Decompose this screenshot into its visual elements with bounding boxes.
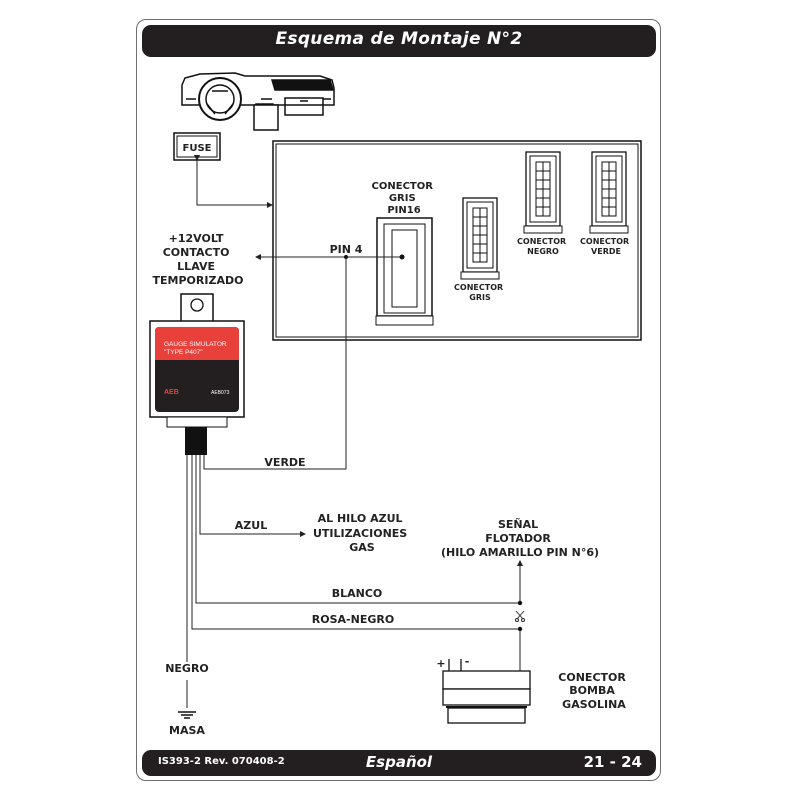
wire-negro-label: NEGRO: [165, 662, 209, 675]
wire-azul: [199, 455, 306, 537]
connector-verde-label: CONECTOR VERDE: [580, 237, 632, 256]
pin4-label: PIN 4: [330, 243, 363, 256]
wire-blanco-label: BLANCO: [332, 587, 383, 600]
wire-verde: [203, 257, 347, 470]
document-code: IS393-2 Rev. 070408-2: [158, 756, 285, 767]
connector-gris-pin16-label: CONECTOR GRIS PIN16: [372, 181, 437, 216]
page-numbers: 21 - 24: [583, 753, 642, 771]
gauge-simulator-device: GAUGE SIMULATOR "TYPE P407" AEB AEB073: [149, 293, 245, 455]
footer-bar: IS393-2 Rev. 070408-2 Español 21 - 24: [142, 750, 656, 776]
wire-verde-label: VERDE: [264, 456, 305, 469]
pump-connector-label: CONECTOR BOMBA GASOLINA: [558, 671, 629, 711]
ground-label: MASA: [169, 724, 205, 737]
power-source-label: +12VOLT CONTACTO LLAVE TEMPORIZADO: [153, 232, 244, 287]
float-signal-label: SEÑAL FLOTADOR (HILO AMARILLO PIN N°6): [441, 518, 599, 559]
wire-azul-label: AZUL: [235, 519, 267, 532]
connector-gris-label: CONECTOR GRIS: [454, 283, 506, 302]
connector-gris: [460, 197, 500, 280]
fuse-box: FUSE: [173, 132, 221, 161]
page-title: Esquema de Montaje N°2: [275, 29, 523, 49]
dashboard-icon: [181, 72, 335, 131]
device-line2: "TYPE P407": [164, 349, 203, 356]
scissors-cut-icon: [515, 610, 525, 622]
connector-gris-pin16: [375, 217, 434, 326]
language-label: Español: [365, 753, 433, 771]
header-bar: Esquema de Montaje N°2: [142, 25, 656, 57]
device-wires: [186, 257, 523, 708]
ground-icon: [178, 711, 196, 719]
page-frame: [136, 19, 661, 781]
device-model: AEB073: [211, 390, 230, 396]
azul-target-label: AL HILO AZUL UTILIZACIONES GAS: [313, 512, 411, 554]
connector-negro-label: CONECTOR NEGRO: [517, 237, 569, 256]
wire-rosa-negro-label: ROSA-NEGRO: [312, 613, 394, 626]
pump-minus-label: -: [465, 655, 470, 668]
rosa-negro-junction: [517, 626, 523, 632]
pump-plus-label: +: [436, 657, 445, 670]
fuse-label: FUSE: [183, 143, 212, 154]
device-brand: AEB: [164, 389, 179, 396]
connector-panel: [272, 140, 642, 341]
wire-blanco: [195, 455, 520, 604]
device-line1: GAUGE SIMULATOR: [164, 341, 227, 348]
wire-rosa-negro: [191, 455, 520, 630]
connector-verde: [589, 151, 629, 234]
fuse-wire: [194, 155, 273, 208]
blanco-junction: [517, 600, 523, 606]
pump-connector: [442, 659, 531, 724]
connector-negro: [523, 151, 563, 234]
